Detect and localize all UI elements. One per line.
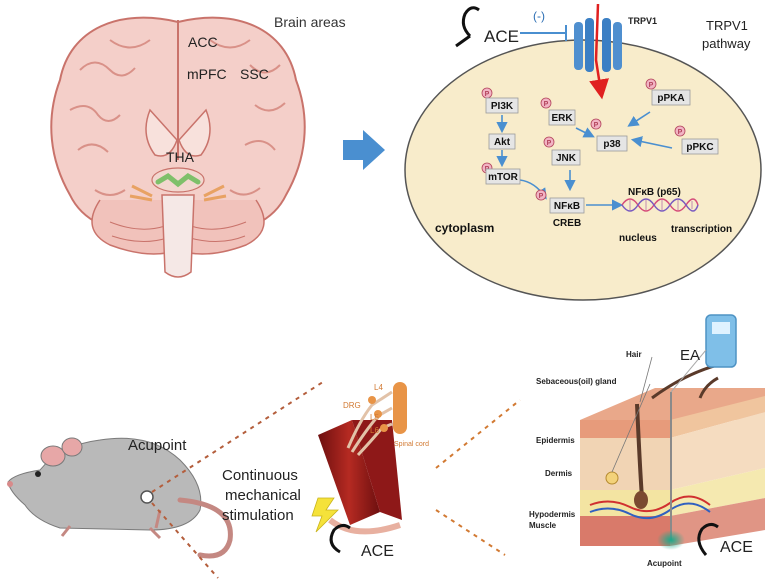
svg-text:P: P <box>544 101 549 108</box>
acupoint-label-mouse: Acupoint <box>128 437 187 454</box>
epidermis-label: Epidermis <box>536 436 575 445</box>
nerve-l4-label: L4 <box>374 383 383 392</box>
muscle-nerve-illustration <box>311 382 407 554</box>
svg-text:P: P <box>539 193 544 200</box>
nerve-l5-label: L5 <box>370 413 379 422</box>
flow-arrow-right <box>343 130 385 170</box>
brain-illustration <box>50 16 306 278</box>
stimulation-line3: stimulation <box>222 507 294 524</box>
protein-nfkb: NFκB <box>554 201 580 212</box>
stimulation-line2: mechanical <box>225 487 301 504</box>
acupoint-label-skin: Acupoint <box>647 559 682 568</box>
ace-label-top: ACE <box>484 27 519 46</box>
trpv1-channel-label: TRPV1 <box>628 16 657 26</box>
svg-text:P: P <box>678 129 683 136</box>
skin-cross-section <box>580 314 765 556</box>
ace-squiggle-icon-mid <box>329 523 351 554</box>
lightning-icon <box>311 497 339 533</box>
ea-label: EA <box>680 347 700 364</box>
acc-label: ACC <box>188 34 218 50</box>
ace-squiggle-icon <box>461 6 480 38</box>
nerve-l6-label: L6 <box>370 426 379 435</box>
protein-erk: ERK <box>551 113 573 124</box>
ssc-label: SSC <box>240 66 269 82</box>
dna-helix-icon <box>621 198 699 212</box>
hypodermis-label: Hypodermis <box>529 510 576 519</box>
svg-text:P: P <box>485 91 490 98</box>
protein-p38: p38 <box>603 139 621 150</box>
ace-label-right: ACE <box>720 539 753 556</box>
cytoplasm-label: cytoplasm <box>435 221 494 235</box>
inhibit-label: (-) <box>533 9 545 23</box>
protein-jnk: JNK <box>556 153 577 164</box>
protein-ppkc: pPKC <box>686 142 713 153</box>
protein-pi3k: PI3K <box>491 101 514 112</box>
transcription-label: transcription <box>671 224 732 235</box>
sebaceous-label: Sebaceous(oil) gland <box>536 377 617 386</box>
zoom-lines-left <box>151 379 327 579</box>
svg-text:P: P <box>594 122 599 129</box>
nucleus-label: nucleus <box>619 233 657 244</box>
protein-mtor: mTOR <box>488 172 519 183</box>
mouse-illustration <box>7 437 233 559</box>
protein-creb: CREB <box>553 218 581 229</box>
muscle-label: Muscle <box>529 521 557 530</box>
svg-text:P: P <box>547 140 552 147</box>
tha-label: THA <box>166 149 195 165</box>
protein-boxes <box>485 89 719 214</box>
dermis-label: Dermis <box>545 469 573 478</box>
nfkb-p65-label: NFκB (p65) <box>628 187 681 198</box>
zoom-lines-right <box>435 399 521 556</box>
ace-squiggle-icon-right <box>697 522 719 556</box>
pathway-title-line1: TRPV1 <box>706 18 748 33</box>
ace-label-mid: ACE <box>361 543 394 560</box>
protein-ppka: pPKA <box>657 93 684 104</box>
protein-akt: Akt <box>494 137 511 148</box>
svg-text:P: P <box>649 82 654 89</box>
hair-label: Hair <box>626 350 642 359</box>
mpfc-label: mPFC <box>187 66 227 82</box>
cell-body <box>404 39 762 301</box>
stimulation-line1: Continuous <box>222 467 298 484</box>
drg-label: DRG <box>343 401 361 410</box>
trpv1-channel-icon <box>574 3 622 100</box>
pathway-title-line2: pathway <box>702 36 751 51</box>
brain-areas-title: Brain areas <box>274 14 346 30</box>
spinal-cord-label: Spinal cord <box>394 441 429 448</box>
